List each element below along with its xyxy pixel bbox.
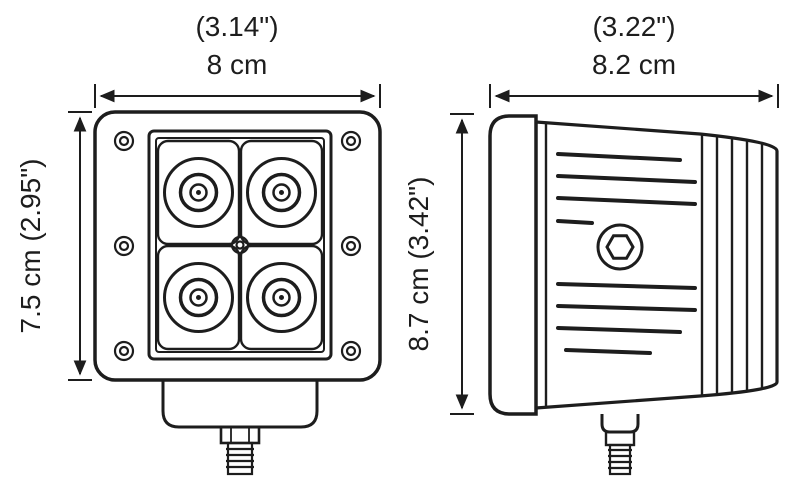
side-width-inches-label: (3.22") (592, 11, 675, 42)
front-width-cm-label: 8 cm (207, 49, 268, 80)
front-bracket (161, 380, 319, 429)
front-bezel-outer (147, 129, 333, 361)
housing-screws (113, 130, 362, 362)
side-lens (488, 114, 538, 416)
side-width-cm-label: 8.2 cm (592, 49, 676, 80)
body-grooves (556, 152, 697, 355)
front-view (68, 84, 382, 476)
side-nut (604, 430, 636, 447)
side-height-label: 8.7 cm (3.42") (403, 177, 434, 352)
side-body (535, 120, 779, 410)
front-height-label: 7.5 cm (2.95") (15, 159, 46, 334)
front-nut (219, 425, 261, 445)
led-lenses (163, 157, 317, 333)
front-bezel-inner (155, 137, 325, 353)
side-bracket (600, 414, 640, 434)
dimension-labels: (3.14") 8 cm 7.5 cm (2.95") (3.22") 8.2 … (15, 11, 676, 351)
side-threaded-stud (608, 443, 632, 476)
hex-bolt (596, 223, 644, 271)
side-view (450, 84, 779, 476)
side-height-dimension (450, 113, 474, 415)
front-housing (93, 110, 382, 382)
front-height-dimension (68, 111, 92, 381)
heatsink-fins (700, 135, 764, 395)
side-width-dimension (489, 84, 779, 108)
front-width-inches-label: (3.14") (195, 11, 278, 42)
front-width-dimension (94, 84, 381, 108)
front-threaded-stud (226, 441, 254, 476)
center-screw (230, 235, 250, 255)
led-array (156, 139, 324, 351)
